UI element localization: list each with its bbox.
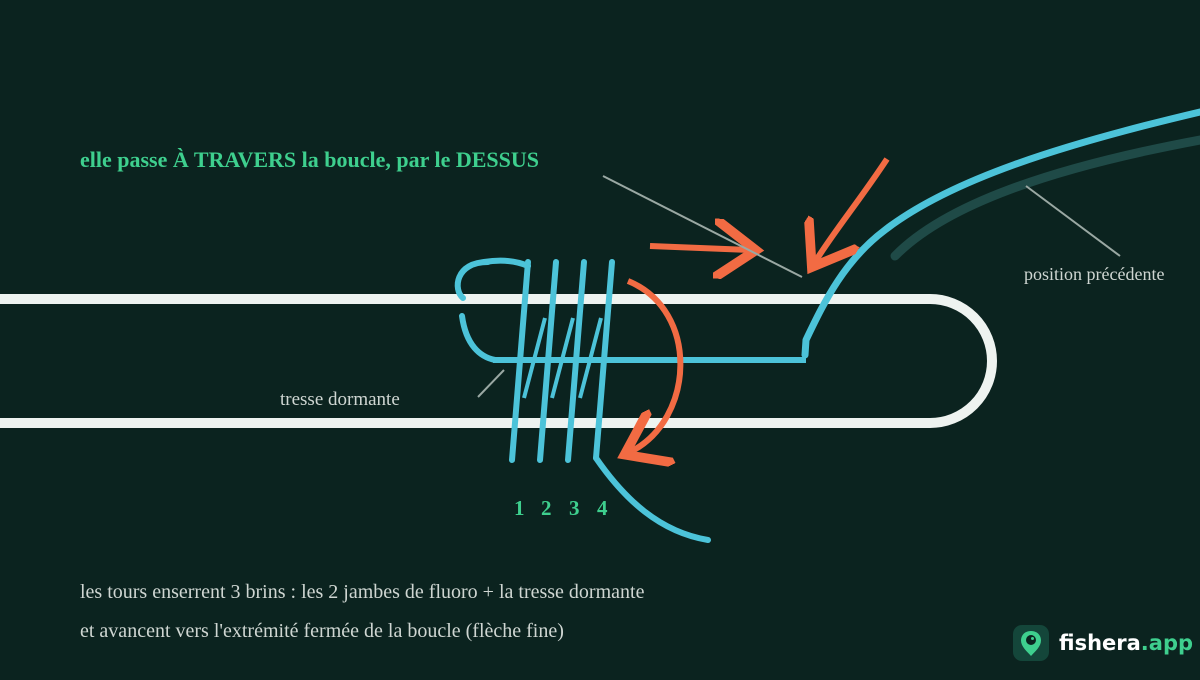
wrap-4 (593, 259, 615, 461)
fluoro-wraps (509, 259, 615, 463)
caption-line-1: les tours enserrent 3 brins : les 2 jamb… (80, 581, 645, 603)
pointer-lines (477, 175, 1121, 398)
brand-name-main: fishera (1059, 631, 1141, 655)
pointer-headline (602, 175, 803, 278)
brand-name-suffix: .app (1140, 631, 1194, 655)
standing-braid-label: tresse dormante (280, 389, 400, 410)
fluoro-wrap-top (481, 257, 531, 269)
brand-name: fishera.app (1059, 631, 1193, 655)
fluoro-tag-end (801, 108, 1200, 359)
pointer-standing-braid (477, 369, 505, 398)
wrap-numbers: 1 2 3 4 (514, 496, 608, 520)
fish-pin-logo-icon (1013, 625, 1049, 661)
fluoro-previous-position (890, 135, 1200, 261)
brand[interactable]: fishera.app (1012, 624, 1193, 662)
wrap-1 (509, 259, 531, 463)
fluoro-wrap-left-loop-lower (459, 313, 498, 363)
fluoro-wrap-left-loop (454, 259, 491, 301)
braid-loop (0, 294, 997, 428)
pointer-previous-position (1025, 185, 1121, 257)
fluoro-exit-strand (593, 455, 711, 543)
arrow-wrap-direction (628, 278, 684, 452)
wrap-number-1: 1 (514, 496, 525, 520)
caption-line-2: et avancent vers l'extrémité fermée de l… (80, 620, 564, 642)
wrap-diagonal-1 (522, 317, 547, 399)
wrap-2 (537, 259, 559, 463)
wrap-diagonal-3 (578, 317, 603, 399)
previous-position-label: position précédente (1024, 264, 1164, 284)
wrap-diagonal-2 (550, 317, 575, 399)
headline-label: elle passe À TRAVERS la boucle, par le D… (80, 147, 539, 172)
wrap-3 (565, 259, 587, 463)
arrow-horizontal (649, 246, 750, 250)
wrap-number-3: 3 (569, 496, 580, 520)
arrow-through-loop (815, 157, 890, 262)
wrap-number-4: 4 (597, 496, 608, 520)
wrap-number-2: 2 (541, 496, 552, 520)
wrap-diagonals (522, 317, 603, 399)
